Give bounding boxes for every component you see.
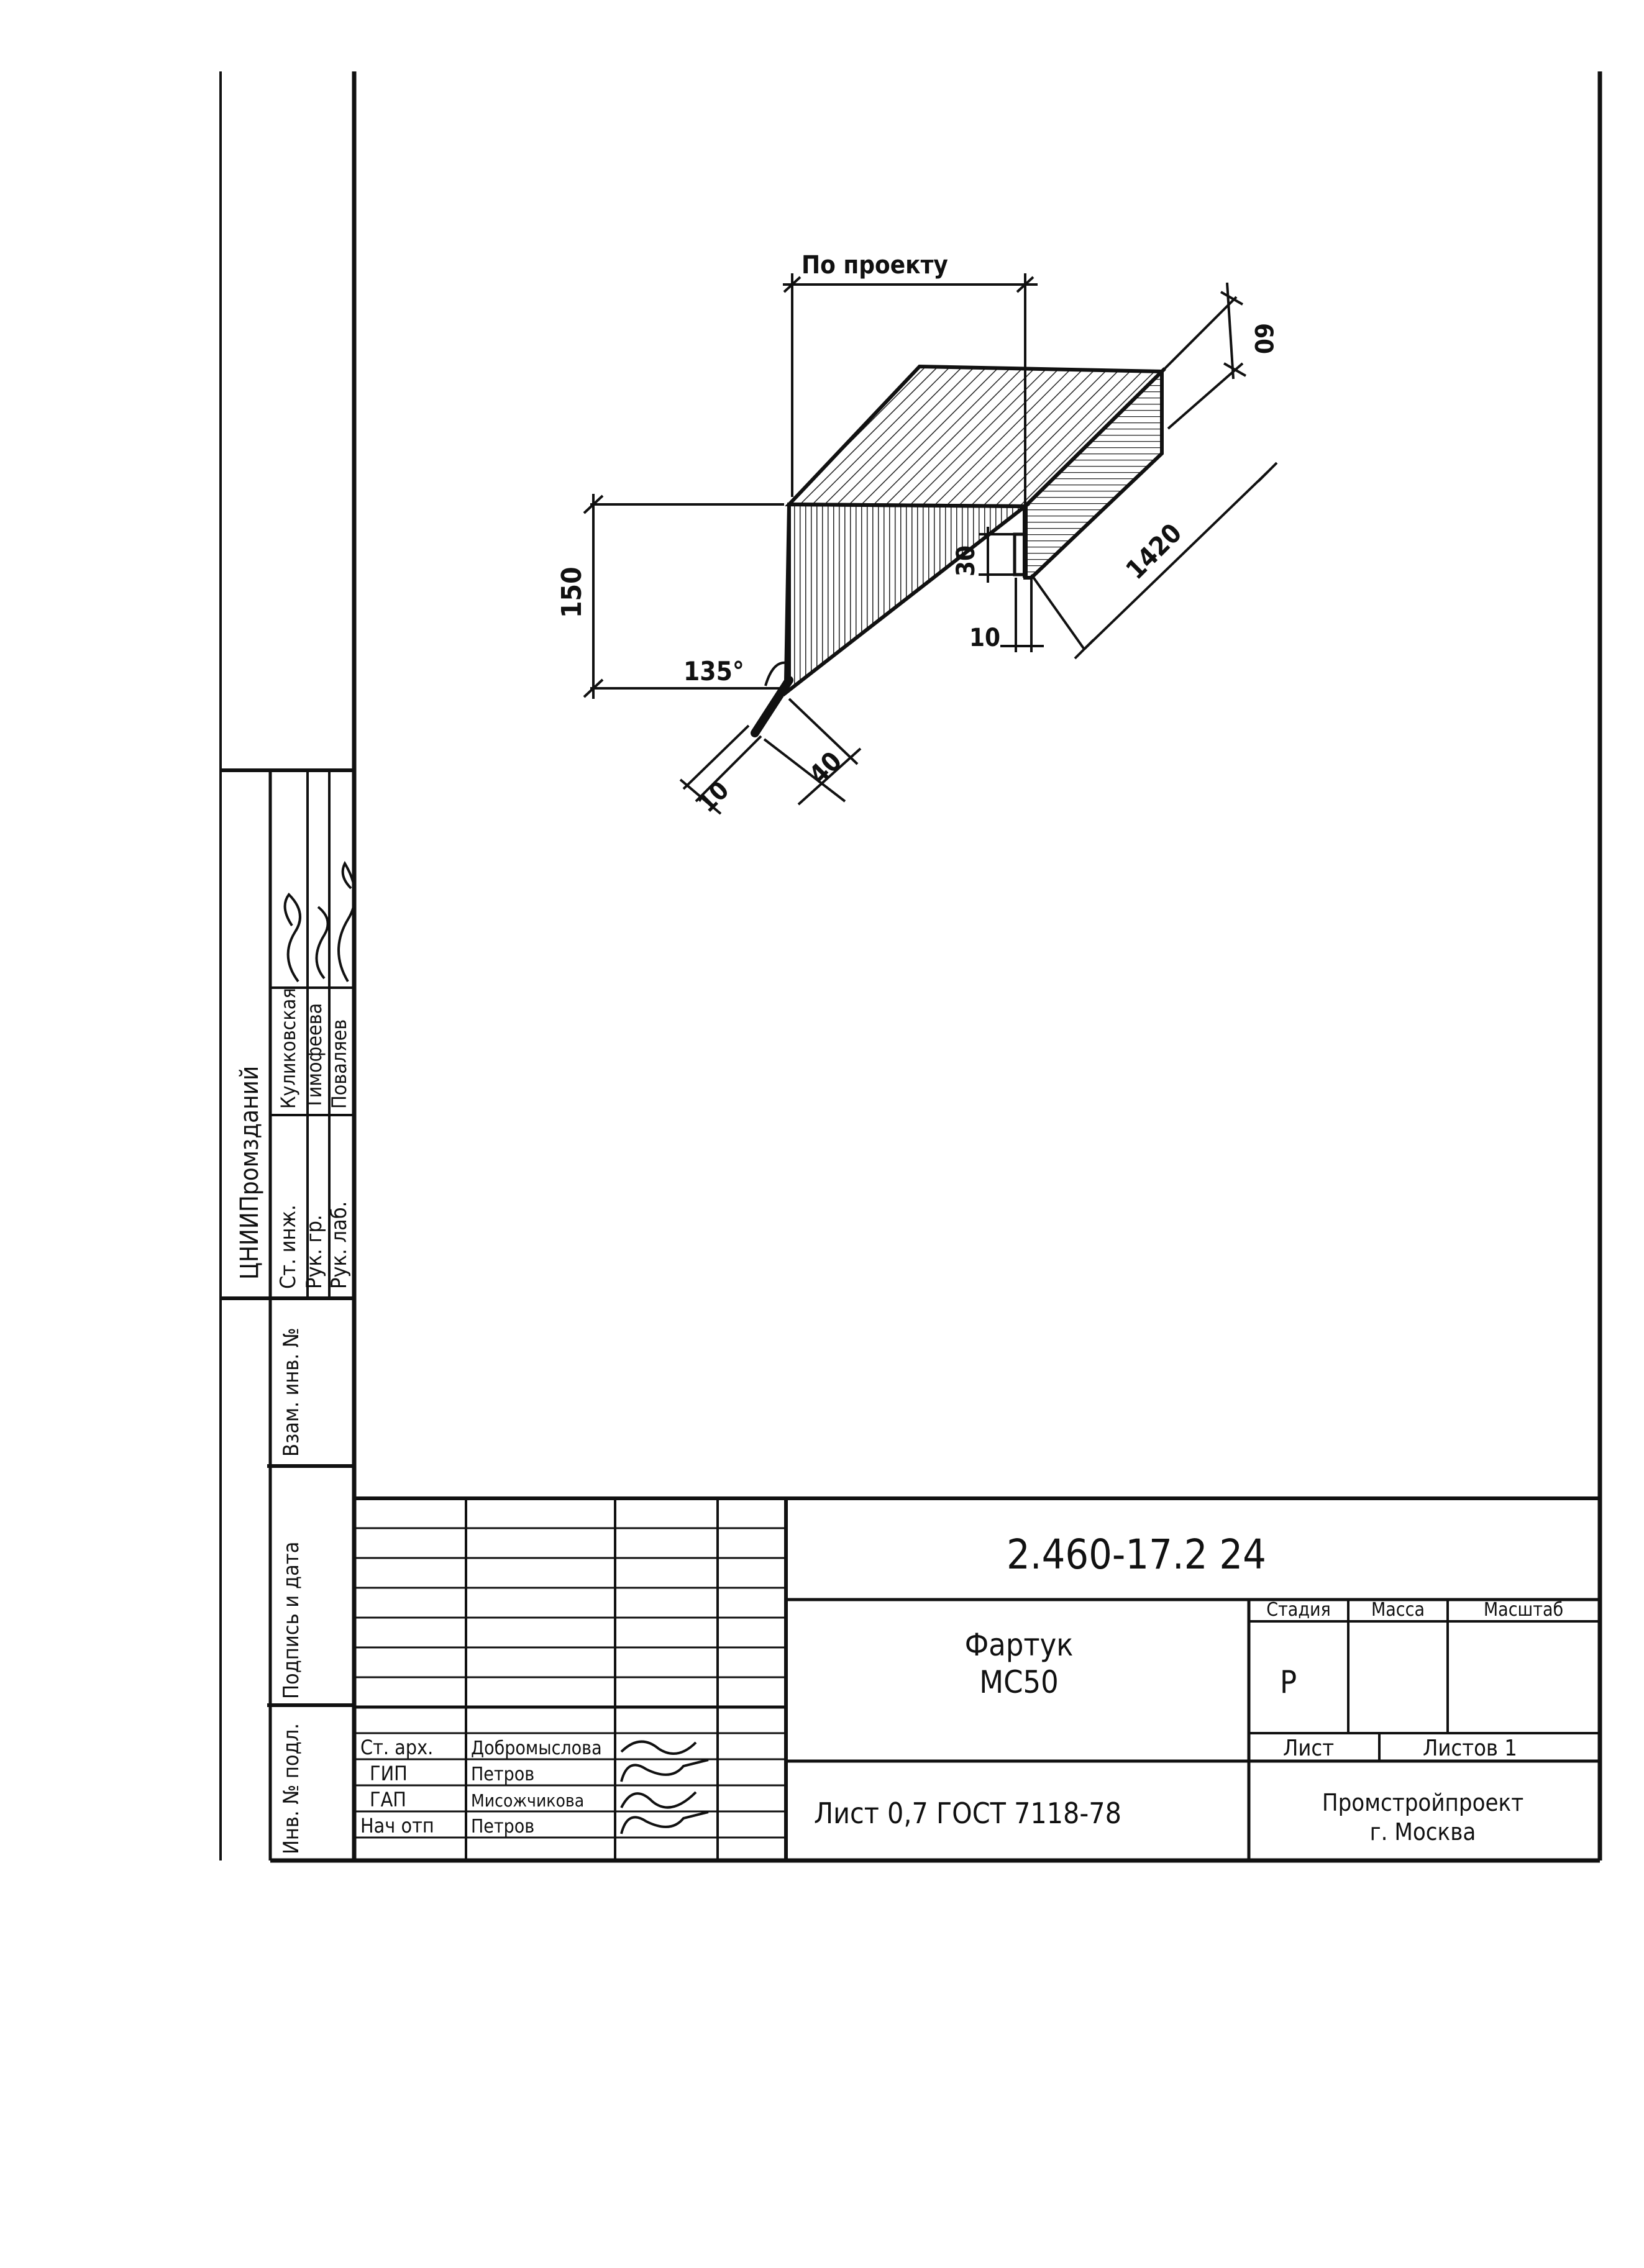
person-role-1: ГИП <box>370 1762 408 1785</box>
org-city: г. Москва <box>1370 1818 1476 1846</box>
dim-60: 60 <box>1249 323 1277 354</box>
person-name-0: Добромыслова <box>471 1737 602 1759</box>
stamp-org: ЦНИИПромзданий <box>235 1066 264 1280</box>
stadia-value: Р <box>1280 1664 1297 1700</box>
list-label: Лист <box>1283 1736 1334 1761</box>
title-block-lines <box>354 1496 1600 1860</box>
person-name-3: Петров <box>471 1816 534 1838</box>
dim-10-right: 10 <box>969 624 1000 652</box>
signature-tb-3 <box>620 1811 709 1834</box>
stamp-role-1: Рук. гр. <box>302 1214 327 1289</box>
material-spec: Лист 0,7 ГОСТ 7118-78 <box>814 1797 1121 1830</box>
dim-40: 40 <box>803 745 847 790</box>
signature-0 <box>283 892 301 983</box>
person-role-3: Нач отп <box>360 1814 434 1838</box>
stamp-name-2: Поваляев <box>327 1019 351 1109</box>
person-name-1: Петров <box>471 1764 534 1785</box>
doc-number: 2.460-17.2 24 <box>1007 1531 1266 1578</box>
signature-2 <box>337 860 357 983</box>
stamp-podpis-label: Подпись и дата <box>279 1542 304 1699</box>
stamp-role-0: Ст. инж. <box>276 1205 301 1289</box>
item-name-line1: Фартук <box>965 1627 1074 1663</box>
dim-1420: 1420 <box>1120 517 1187 585</box>
dim-10-left: 10 <box>693 776 735 818</box>
person-role-0: Ст. арх. <box>360 1736 433 1759</box>
sheet-frame <box>219 71 1602 1863</box>
stamp-name-1: Тимофеева <box>303 1003 326 1109</box>
side-stamp <box>221 768 354 1860</box>
masshtab-label: Масштаб <box>1484 1599 1563 1621</box>
dim-30: 30 <box>952 545 980 576</box>
signature-tb-2 <box>620 1791 697 1809</box>
signature-tb-0 <box>620 1740 697 1755</box>
org-name: Промстройпроект <box>1322 1789 1523 1816</box>
massa-label: Масса <box>1371 1599 1425 1621</box>
stamp-name-0: Куликовская <box>276 988 300 1109</box>
person-role-2: ГАП <box>370 1788 406 1811</box>
title-block-text: 2.460-17.2 24 Фартук МС50 Стадия Масса М… <box>360 1531 1563 1846</box>
listov-label: Листов 1 <box>1423 1736 1517 1761</box>
stamp-inv-label: Инв. № подл. <box>279 1723 304 1854</box>
stamp-vzam-label: Взам. инв. № <box>279 1328 304 1457</box>
stamp-role-2: Рук. лаб. <box>327 1201 352 1289</box>
item-name-line2: МС50 <box>979 1664 1058 1700</box>
signature-1 <box>315 906 329 980</box>
dimension-lines <box>583 273 1278 815</box>
dim-135: 135° <box>683 656 744 686</box>
stadia-label: Стадия <box>1266 1599 1331 1621</box>
fartuk-drawing <box>751 364 1167 737</box>
dim-150: 150 <box>556 567 588 618</box>
front-face <box>784 502 1031 697</box>
signature-tb-1 <box>620 1759 709 1782</box>
dim-top-width: По проекту <box>801 251 948 280</box>
side-stamp-text: ЦНИИПромзданий Ст. инж. Рук. гр. Рук. ла… <box>235 860 357 1854</box>
person-name-2: Мисожчикова <box>471 1790 584 1811</box>
